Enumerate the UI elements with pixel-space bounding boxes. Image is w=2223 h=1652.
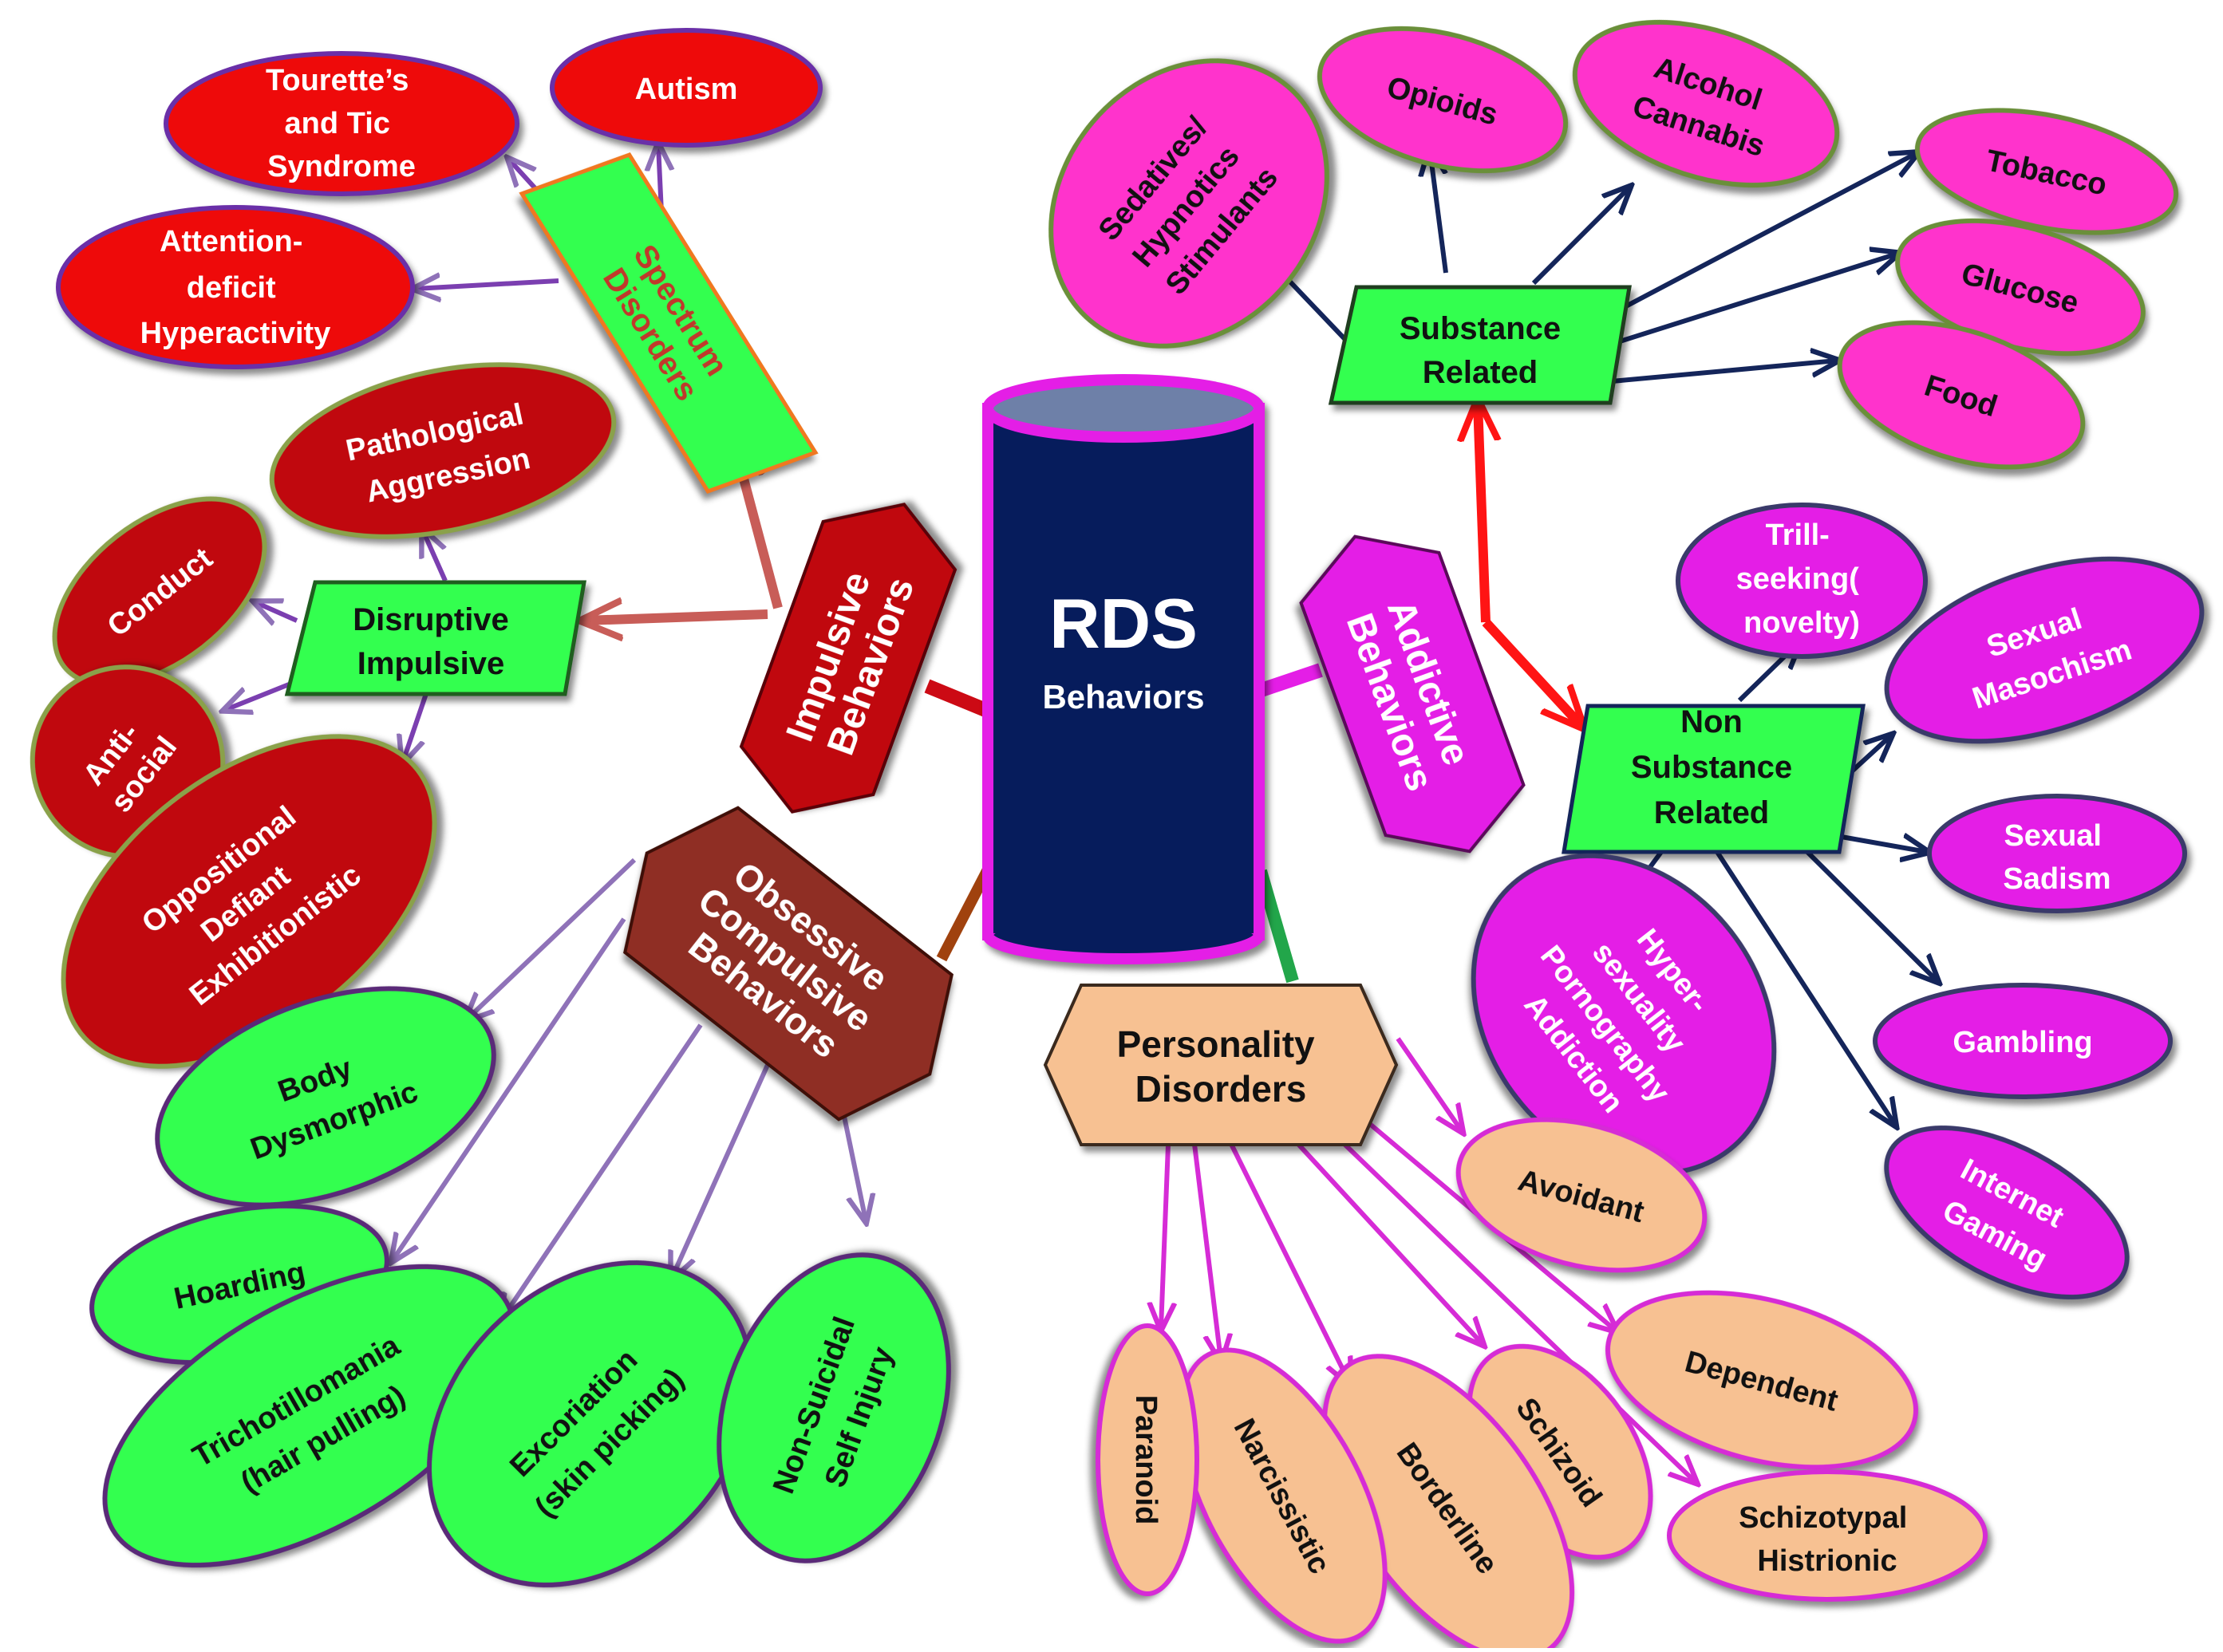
leaf-sadism[interactable]: Sexual Sadism: [1927, 794, 2187, 913]
leaf-hypersexuality[interactable]: Hyper- sexuality Pornography Addiction: [1412, 796, 1837, 1233]
svg-text:Schizotypal Histrionic: Schizotypal Histrionic: [1739, 1501, 1916, 1578]
arrow-to-disruptive: [584, 614, 768, 621]
svg-text:Impulsive: Impulsive: [357, 646, 505, 681]
leaf-autism[interactable]: Autism: [550, 28, 823, 148]
leaf-trichotillomania[interactable]: Trichotillomania (hair pulling): [57, 1205, 563, 1626]
arrow-to-borderline: [1222, 1130, 1350, 1384]
arrow-to-food: [1611, 361, 1837, 384]
leaf-thrill[interactable]: Trill- seeking( novelty): [1676, 503, 1928, 659]
arrow-to-schizotypal: [1329, 1129, 1696, 1482]
arrow-to-nssi: [839, 1104, 866, 1220]
svg-text:Non: Non: [1680, 704, 1743, 739]
arrow-to-internet: [1715, 850, 1895, 1125]
arrow-to-oppositional: [403, 684, 432, 762]
arrow-to-hoarding: [393, 917, 626, 1260]
leaf-borderline[interactable]: Borderline: [1275, 1314, 1621, 1652]
center-cylinder: RDS Behaviors: [982, 374, 1265, 964]
arrow-to-schizoid: [1284, 1129, 1483, 1344]
arrow-to-narcissistic: [1190, 1130, 1221, 1360]
box-disruptive[interactable]: Disruptive Impulsive: [284, 580, 586, 696]
leaf-food[interactable]: Food: [1822, 295, 2101, 495]
svg-text:Autism: Autism: [635, 73, 738, 106]
arrow-to-avoidant: [1396, 1037, 1462, 1131]
box-substance[interactable]: Substance Related: [1328, 285, 1632, 405]
arrow-to-paranoid: [1161, 1124, 1169, 1328]
arrow-to-conduct: [255, 602, 298, 621]
link-personality: [1254, 869, 1299, 984]
arrow-to-trichotillomania: [501, 1023, 703, 1320]
arrow-to-antisocial: [225, 682, 290, 710]
svg-text:Related: Related: [1423, 355, 1538, 390]
svg-text:Sexual Sadism: Sexual Sadism: [2003, 819, 2110, 896]
box-nonsubstance[interactable]: Non Substance Related: [1562, 704, 1866, 854]
leaf-adhd[interactable]: Attention- deficit Hyperactivity: [56, 205, 415, 369]
arrow-to-aggression: [423, 530, 448, 582]
center-subtitle: Behaviors: [1042, 678, 1204, 716]
leaf-nssi[interactable]: Non-Suicidal Self Injury: [678, 1223, 989, 1593]
svg-text:Substance: Substance: [1631, 750, 1792, 785]
arrow-to-sadism: [1836, 836, 1927, 852]
arrow-to-excoriation: [672, 1063, 770, 1278]
arrow-to-adhd: [415, 281, 559, 289]
link-obsessive: [936, 866, 993, 962]
hex-obsessive[interactable]: Obsessive Compulsive Behaviors: [590, 781, 986, 1146]
link-addictive: [1252, 663, 1323, 700]
arrow-to-tobacco: [1618, 153, 1917, 312]
leaf-oppositional[interactable]: Oppositional Defiant Exhibitionistic: [3, 670, 496, 1132]
arrow-to-gambling: [1805, 850, 1937, 981]
hex-personality-label: Personality Disorders: [1117, 1023, 1325, 1110]
hex-personality[interactable]: Personality Disorders: [1043, 984, 1399, 1146]
svg-text:Substance: Substance: [1400, 311, 1561, 346]
leaf-sedatives[interactable]: Sedatives/ Hypnotics Stimulants: [994, 5, 1384, 401]
arrow-to-alcohol: [1531, 187, 1629, 286]
hex-addictive[interactable]: Addictive Behaviors: [1286, 511, 1539, 877]
svg-text:Related: Related: [1654, 795, 1770, 830]
center-title: RDS: [1049, 584, 1198, 663]
leaf-internet[interactable]: Internet Gaming: [1860, 1093, 2154, 1332]
leaf-opioids[interactable]: Opioids: [1304, 4, 1581, 195]
svg-text:Attention- deficit: Attention- deficit Hyperactivity: [140, 225, 331, 350]
arrow-to-substance: [1478, 403, 1486, 623]
leaf-conduct[interactable]: Conduct: [21, 462, 298, 722]
leaf-narcissistic[interactable]: Narcissistic: [1139, 1318, 1427, 1648]
leaf-tourettes[interactable]: Tourette’s and Tic Syndrome: [164, 51, 519, 196]
svg-text:Trill- seeking( no: Trill- seeking( novelty): [1736, 518, 1868, 640]
link-impulsive: [924, 679, 989, 717]
svg-text:Paranoid: Paranoid: [1129, 1395, 1163, 1525]
svg-text:Tourette’s and Tic: Tourette’s and Tic Syndrome: [266, 64, 417, 183]
leaf-schizotypal[interactable]: Schizotypal Histrionic: [1667, 1469, 1988, 1602]
leaf-tobacco[interactable]: Tobacco: [1906, 89, 2187, 254]
leaf-pathological-aggression[interactable]: Pathological Aggression: [256, 337, 630, 565]
leaf-masochism[interactable]: Sexual Masochism: [1864, 524, 2223, 777]
hex-impulsive[interactable]: Impulsive Behaviors: [726, 480, 970, 835]
leaf-paranoid[interactable]: Paranoid: [1096, 1323, 1199, 1596]
arrow-to-glucose: [1619, 254, 1897, 344]
arrow-to-opioids: [1430, 150, 1448, 274]
arrow-to-body-dysmorphic: [467, 858, 637, 1019]
svg-text:Disruptive: Disruptive: [353, 602, 509, 637]
leaf-body-dysmorphic[interactable]: Body Dysmorphic: [128, 947, 523, 1247]
svg-text:Gambling: Gambling: [1953, 1026, 2092, 1059]
leaf-glucose[interactable]: Glucose: [1883, 197, 2158, 378]
leaf-dependent[interactable]: Dependent: [1589, 1262, 1935, 1498]
leaf-excoriation[interactable]: Excoriation (skin picking): [365, 1198, 816, 1648]
leaf-gambling[interactable]: Gambling: [1873, 983, 2173, 1099]
leaf-avoidant[interactable]: Avoidant: [1442, 1094, 1722, 1295]
connectors: [225, 145, 1937, 1482]
leaf-alcohol[interactable]: Alcohol Cannabis: [1554, 0, 1858, 215]
arrow-to-nonsubstance: [1482, 618, 1581, 726]
